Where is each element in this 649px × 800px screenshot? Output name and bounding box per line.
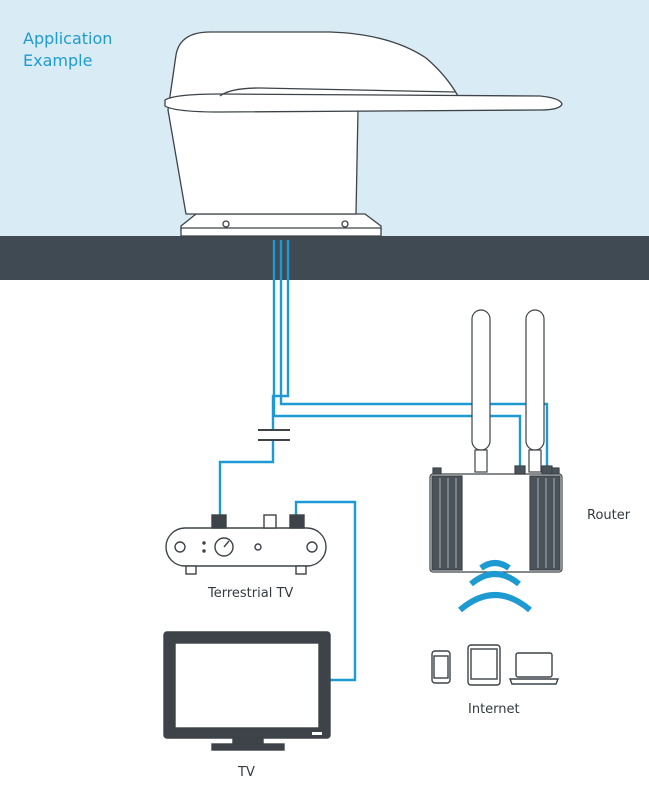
tv-label: TV [238,765,255,780]
roof-surface [0,236,649,280]
title-line-2: Example [23,51,93,70]
phone-icon [431,650,451,684]
diagram-title: Application Example [23,28,112,72]
tv-icon [163,631,331,751]
internet-label: Internet [468,702,520,717]
tablet-icon [467,644,501,686]
coax-cables [218,240,549,682]
title-line-1: Application [23,29,113,48]
terrestrial-tv-receiver-icon [165,514,327,575]
antenna-dome-icon [164,31,563,237]
capacitor-symbol [258,429,290,441]
laptop-icon [508,652,560,685]
router-label: Router [587,508,631,523]
wifi-signal-icon [458,560,532,613]
terrestrial-tv-label: Terrestrial TV [208,586,294,601]
router-icon [429,309,563,573]
